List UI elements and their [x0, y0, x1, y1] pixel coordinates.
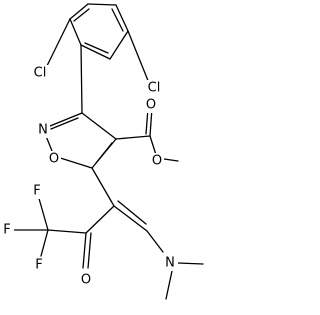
bond [177, 262, 204, 265]
svg-text:O: O [146, 98, 156, 113]
atom-labels: Cl Cl N O O O O N [1, 65, 178, 288]
fluorine-left-label: F [1, 222, 14, 238]
bond [80, 44, 83, 114]
svg-text:O: O [152, 154, 162, 169]
bond [117, 200, 147, 225]
ketone-oxygen-label: O [79, 272, 93, 288]
bond [146, 230, 164, 253]
ester-oxygen-label: O [150, 153, 164, 169]
bond [73, 8, 90, 22]
svg-text:O: O [49, 152, 59, 167]
ring-nitrogen-label: N [36, 122, 50, 138]
bond [42, 18, 71, 75]
svg-text:O: O [81, 273, 91, 288]
bond [81, 112, 117, 140]
fluorine-top-label: F [31, 183, 44, 199]
bond [95, 142, 113, 164]
bond [115, 4, 129, 32]
bond [84, 42, 109, 54]
bond [127, 30, 152, 89]
bond [87, 232, 92, 269]
bond [69, 18, 82, 46]
bond [37, 194, 49, 231]
bond [50, 117, 79, 130]
svg-text:Cl: Cl [34, 66, 47, 81]
svg-text:N: N [38, 123, 48, 138]
bond [82, 232, 87, 269]
fluorine-bottom-label: F [33, 257, 46, 273]
chlorine-left-label: Cl [30, 65, 50, 81]
svg-text:F: F [33, 184, 40, 199]
svg-text:Cl: Cl [148, 81, 161, 96]
bond [49, 112, 83, 127]
chlorine-right-label: Cl [144, 80, 165, 96]
bond [115, 135, 151, 140]
bond [80, 44, 111, 60]
svg-text:F: F [35, 258, 42, 273]
bond [85, 205, 115, 234]
bond [91, 167, 115, 207]
bond [165, 270, 173, 300]
svg-text:F: F [3, 223, 10, 238]
bond [87, 3, 117, 6]
bond [40, 229, 49, 257]
amine-nitrogen-label: N [163, 255, 178, 271]
bond [113, 205, 148, 232]
bond [69, 3, 89, 20]
ring-oxygen-label: O [47, 151, 61, 167]
chemical-structure: Cl Cl N O O O O N [1, 3, 204, 300]
bond [47, 229, 87, 234]
ester-carbonyl-oxygen-label: O [144, 97, 158, 113]
bond [109, 30, 129, 60]
bond [111, 8, 124, 32]
svg-text:N: N [165, 256, 175, 271]
